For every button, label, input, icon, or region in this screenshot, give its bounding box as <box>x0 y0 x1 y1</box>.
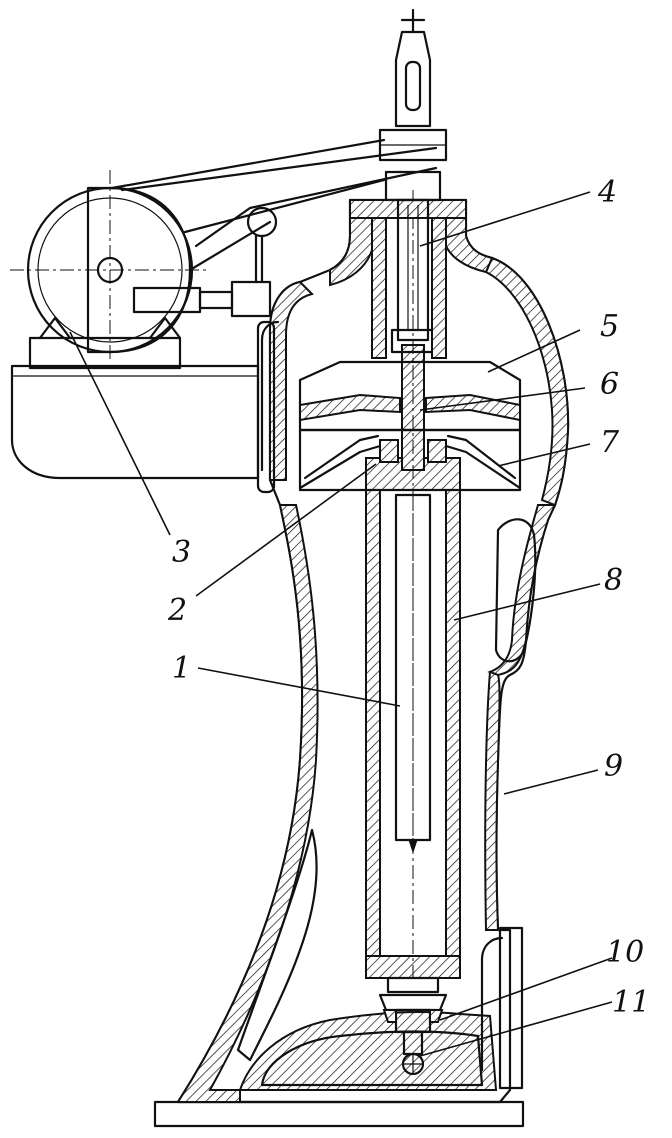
leader-10 <box>439 957 613 1021</box>
base-plate <box>153 1100 525 1128</box>
label-4: 4 <box>597 175 617 210</box>
motor-drive <box>10 138 438 480</box>
label-5: 5 <box>600 309 619 344</box>
label-7: 7 <box>600 425 620 460</box>
label-11: 11 <box>612 985 650 1020</box>
leader-7 <box>497 443 591 467</box>
leader-2 <box>195 463 377 597</box>
leader-4 <box>419 191 591 247</box>
label-1: 1 <box>172 651 191 686</box>
part-labels: 3 2 1 4 5 6 7 8 9 10 11 <box>167 175 650 1020</box>
leader-11 <box>419 1001 613 1057</box>
label-6: 6 <box>600 367 619 402</box>
leader-6 <box>419 387 586 411</box>
top-housing <box>349 8 467 359</box>
cylinder-assembly <box>365 190 461 994</box>
leader-5 <box>487 329 581 373</box>
label-10: 10 <box>606 935 644 970</box>
label-2: 2 <box>167 593 187 628</box>
separator-drum <box>298 360 522 492</box>
leader-3 <box>69 331 171 536</box>
label-3: 3 <box>172 535 191 570</box>
leader-9 <box>503 769 599 795</box>
leader-1 <box>197 667 401 707</box>
label-9: 9 <box>604 749 623 784</box>
lower-outlet <box>378 993 448 1076</box>
frame-body <box>176 198 570 1104</box>
leader-lines <box>69 191 613 1057</box>
leader-8 <box>453 583 601 621</box>
label-8: 8 <box>604 563 623 598</box>
